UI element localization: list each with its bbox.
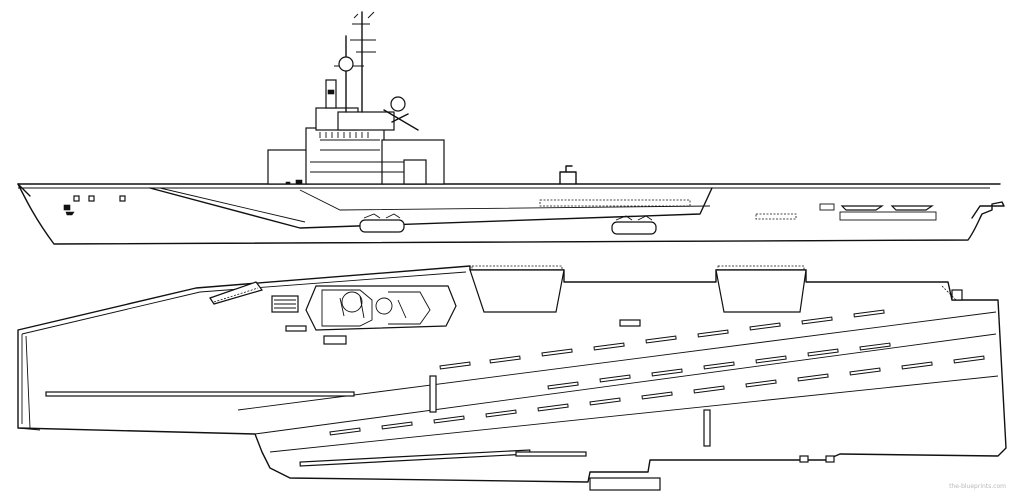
bow-catapults (45, 375, 711, 467)
aft-fittings (589, 285, 963, 491)
watermark: the-blueprints.com (949, 483, 1006, 490)
hull-outline (17, 183, 1005, 245)
island-superstructure (267, 11, 445, 185)
island-plan (271, 285, 641, 345)
side-profile-view (17, 11, 1005, 245)
plan-view (17, 265, 1007, 491)
deck-elevators (469, 265, 807, 313)
angled-deck-markings (237, 309, 999, 453)
bow-details (17, 183, 126, 216)
flight-deck-outline (17, 265, 1007, 483)
boats-and-openings (359, 199, 937, 235)
